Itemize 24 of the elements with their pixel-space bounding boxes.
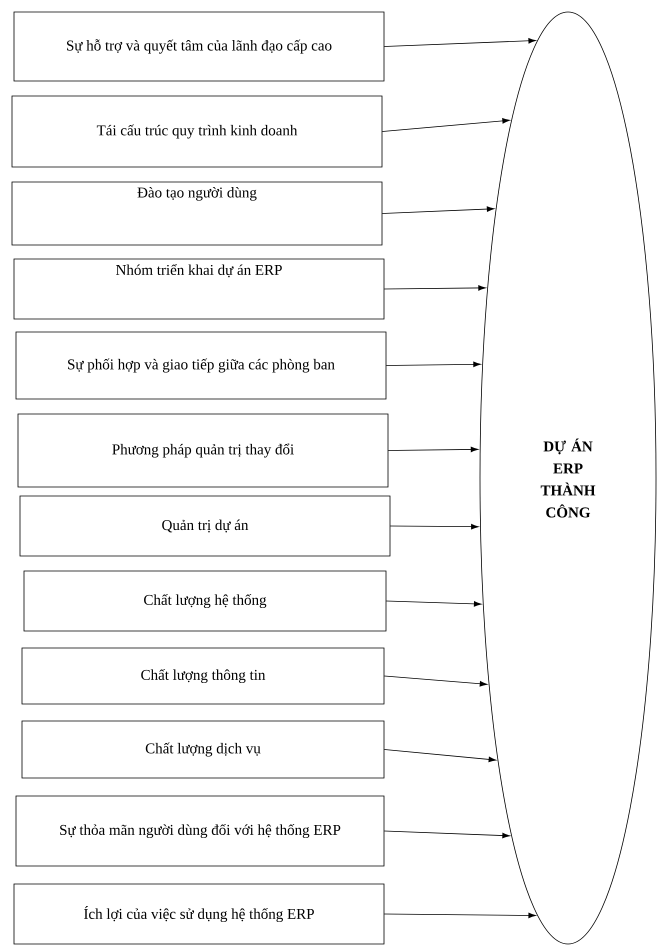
factor-box: Phương pháp quản trị thay đổi <box>18 414 388 488</box>
factor-box: Sự hỗ trợ và quyết tâm của lãnh đạo cấp cao <box>14 12 384 82</box>
arrow <box>384 38 536 47</box>
factor-box: Chất lượng dịch vụ <box>22 720 384 778</box>
arrow <box>386 362 481 368</box>
factor-box: Quản trị dự án <box>20 496 390 556</box>
arrow <box>382 206 494 214</box>
arrow <box>384 749 496 762</box>
factor-box: Chất lượng hệ thống <box>24 570 386 632</box>
factor-box: Sự phối hợp và giao tiếp giữa các phòng ban <box>16 332 386 400</box>
arrow <box>384 285 486 291</box>
arrow <box>390 524 479 530</box>
factor-box: Chất lượng thông tin <box>22 648 384 704</box>
arrow <box>384 912 536 918</box>
factor-box: Nhóm triển khai dự án ERP <box>14 258 384 320</box>
arrow <box>382 118 510 132</box>
factor-box: Tái cấu trúc quy trình kinh doanh <box>12 96 382 168</box>
arrow <box>384 830 510 838</box>
arrow <box>384 676 488 687</box>
factor-box: Sự thỏa mãn người dùng đối với hệ thống ERP <box>16 796 384 866</box>
factor-box: Đào tạo người dùng <box>12 182 382 246</box>
arrow <box>386 600 482 607</box>
arrow <box>388 446 478 452</box>
factor-box: Ích lợi của việc sử dụng hệ thống ERP <box>14 884 384 944</box>
